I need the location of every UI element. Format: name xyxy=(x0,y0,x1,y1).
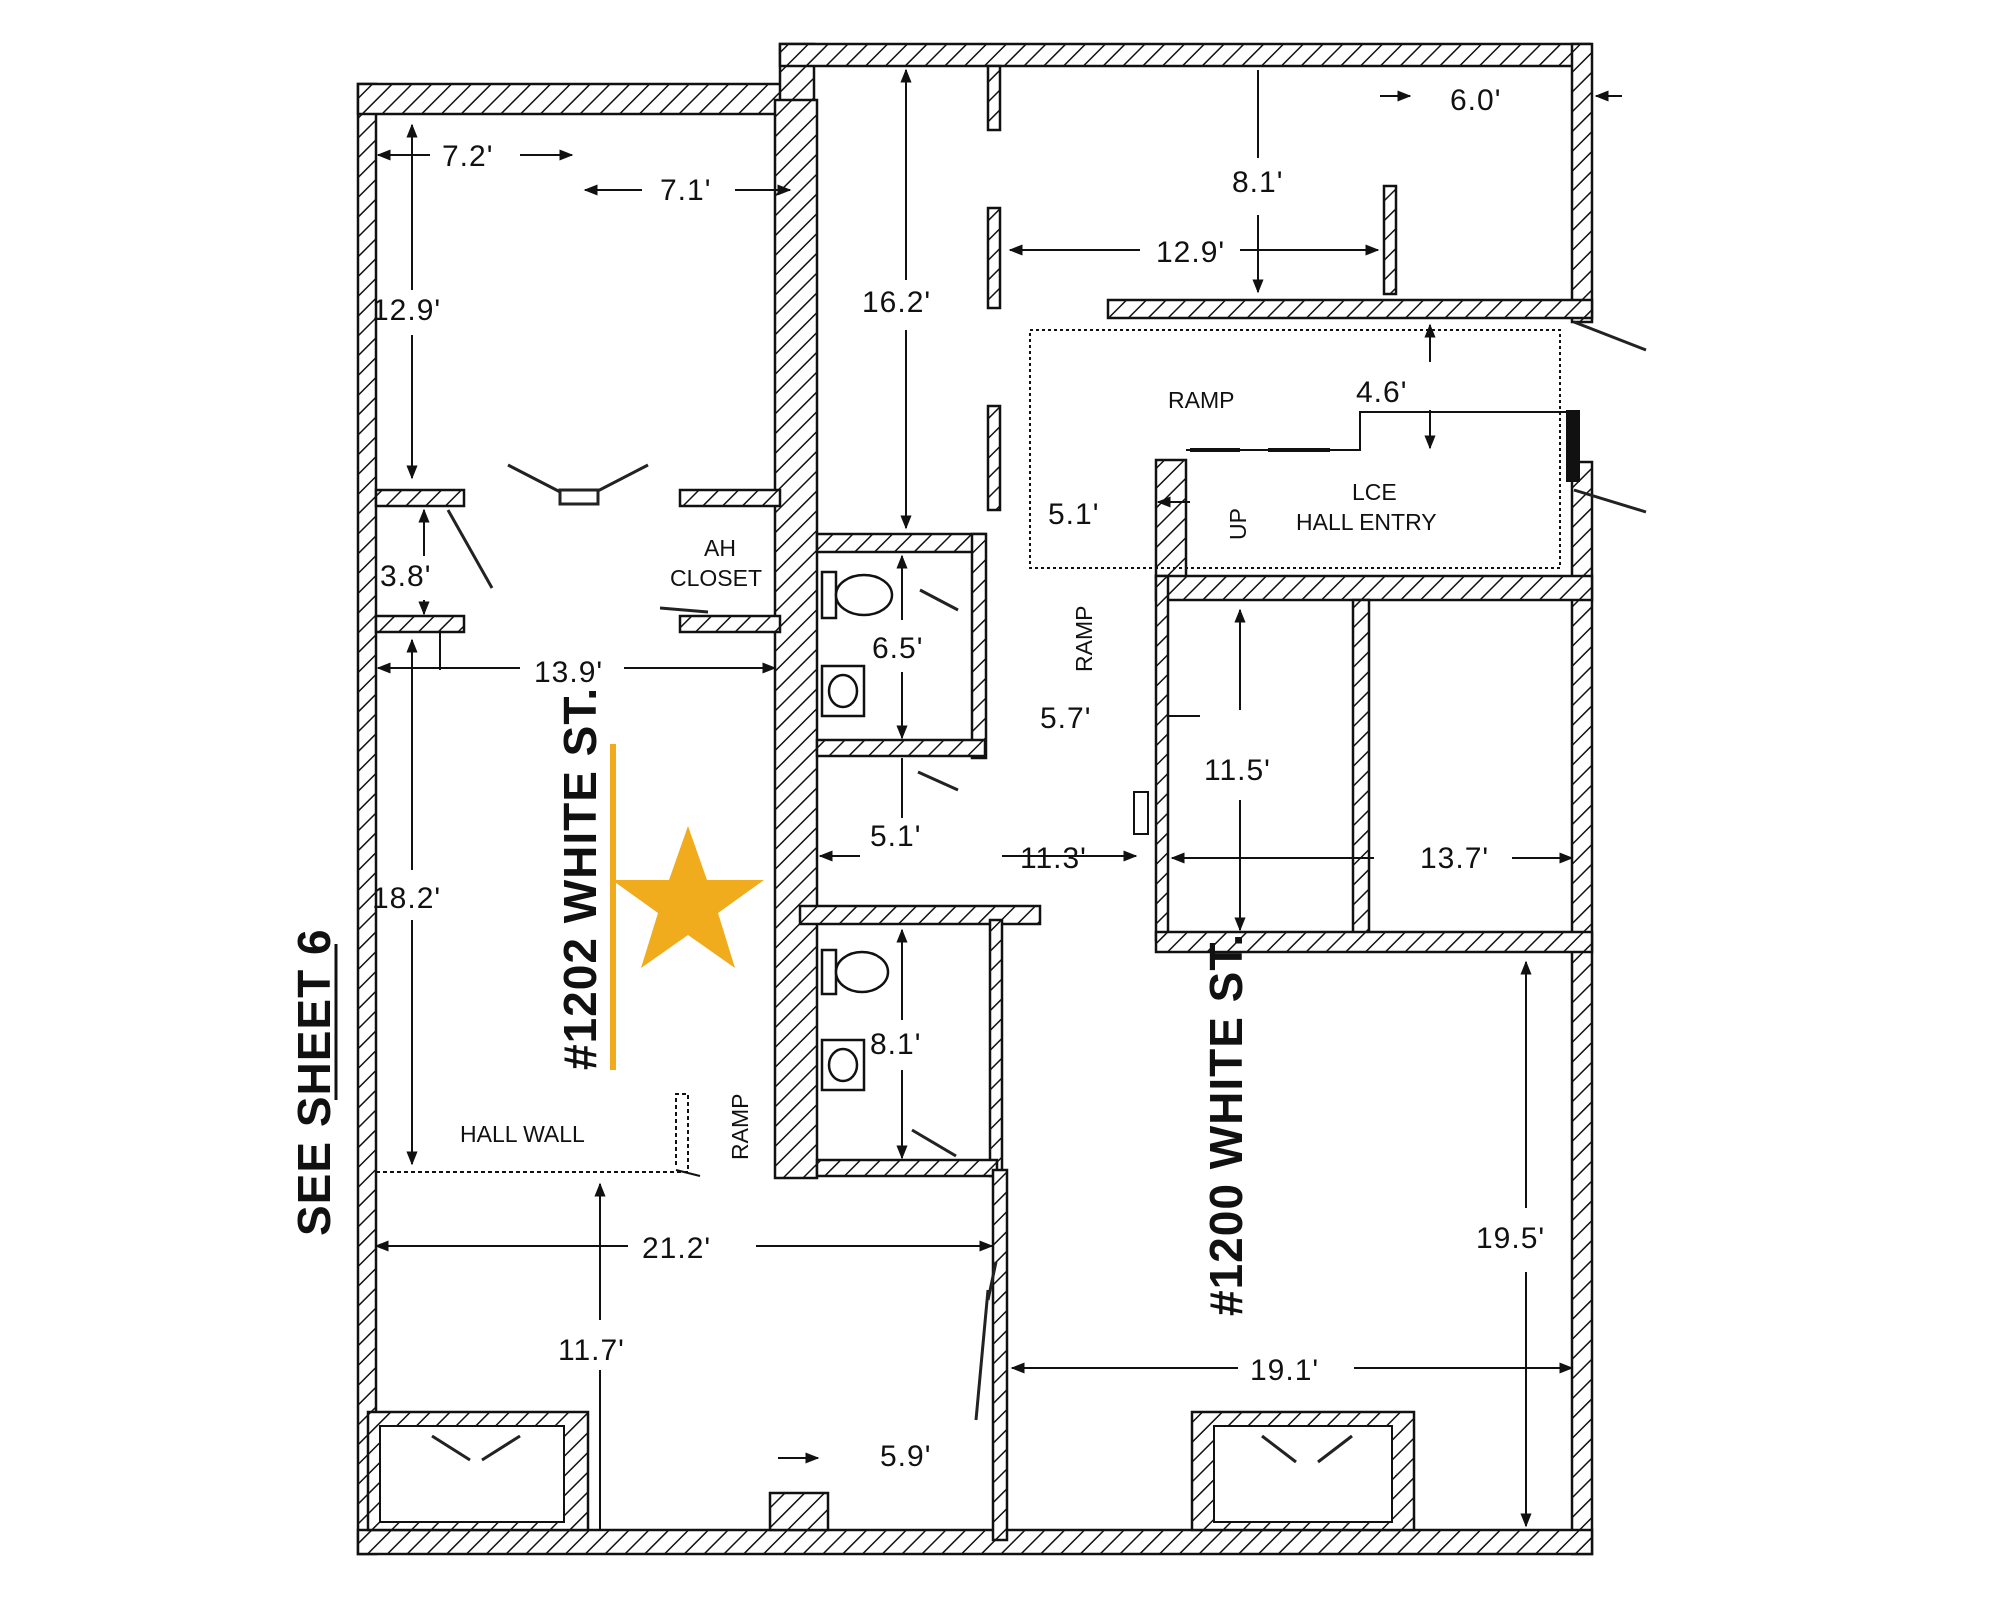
dim-12-9-upper: 12.9' xyxy=(1156,236,1225,269)
label-closet: CLOSET xyxy=(670,565,762,591)
label-ramp-left: RAMP xyxy=(727,1094,753,1160)
dim-7-2: 7.2' xyxy=(442,140,493,173)
dim-19-1: 19.1' xyxy=(1250,1354,1319,1387)
unit-marker xyxy=(610,744,764,1070)
dim-6-5: 6.5' xyxy=(872,632,923,665)
walls xyxy=(356,42,1594,1556)
dim-19-5: 19.5' xyxy=(1476,1222,1545,1255)
dimension-labels: 7.2' 7.1' 16.2' 8.1' 6.0' 12.9' 12.9' 4.… xyxy=(372,84,1545,1473)
dim-4-6: 4.6' xyxy=(1356,376,1407,409)
dim-13-9: 13.9' xyxy=(534,656,603,689)
ramp-outline xyxy=(376,329,1572,1177)
dim-13-7: 13.7' xyxy=(1420,842,1489,875)
dim-11-5: 11.5' xyxy=(1204,754,1271,787)
label-ah: AH xyxy=(704,535,736,561)
address-1202: #1202 WHITE ST. xyxy=(554,687,606,1070)
see-sheet-label: SEE SHEET 6 xyxy=(288,928,340,1236)
closet-interiors xyxy=(379,1425,1393,1523)
address-1200: #1200 WHITE ST. xyxy=(1200,933,1252,1316)
dim-21-2: 21.2' xyxy=(642,1232,711,1265)
dim-8-1-top: 8.1' xyxy=(1232,166,1283,199)
dim-8-1-bath: 8.1' xyxy=(870,1028,921,1061)
label-lce: LCE xyxy=(1352,479,1397,505)
dim-6-0: 6.0' xyxy=(1450,84,1501,117)
star-icon xyxy=(612,826,764,968)
dim-5-7: 5.7' xyxy=(1040,702,1091,735)
bathroom-fixtures xyxy=(820,570,894,1092)
label-hall-entry: HALL ENTRY xyxy=(1296,509,1437,535)
dim-5-1-ramp: 5.1' xyxy=(1048,498,1099,531)
dim-11-3: 11.3' xyxy=(1020,842,1087,875)
dim-11-7: 11.7' xyxy=(558,1334,625,1367)
stair-treads xyxy=(1133,410,1580,835)
dim-5-9: 5.9' xyxy=(880,1440,931,1473)
dim-18-2: 18.2' xyxy=(372,882,441,915)
label-half-wall: HALL WALL xyxy=(460,1121,585,1147)
dim-7-1: 7.1' xyxy=(660,174,711,207)
see-sheet-reference: SEE SHEET 6 xyxy=(288,928,340,1236)
room-labels: RAMP AH CLOSET LCE HALL ENTRY UP RAMP RA… xyxy=(460,387,1437,1160)
dim-5-1-lower: 5.1' xyxy=(870,820,921,853)
dim-3-8: 3.8' xyxy=(380,560,431,593)
dim-12-9-left: 12.9' xyxy=(372,294,441,327)
label-up: UP xyxy=(1225,508,1251,540)
label-ramp-mid: RAMP xyxy=(1071,606,1097,672)
dim-16-2: 16.2' xyxy=(862,286,931,319)
doors xyxy=(431,320,1647,1464)
label-ramp-top: RAMP xyxy=(1168,387,1234,413)
dimension-lines xyxy=(374,68,1622,1530)
